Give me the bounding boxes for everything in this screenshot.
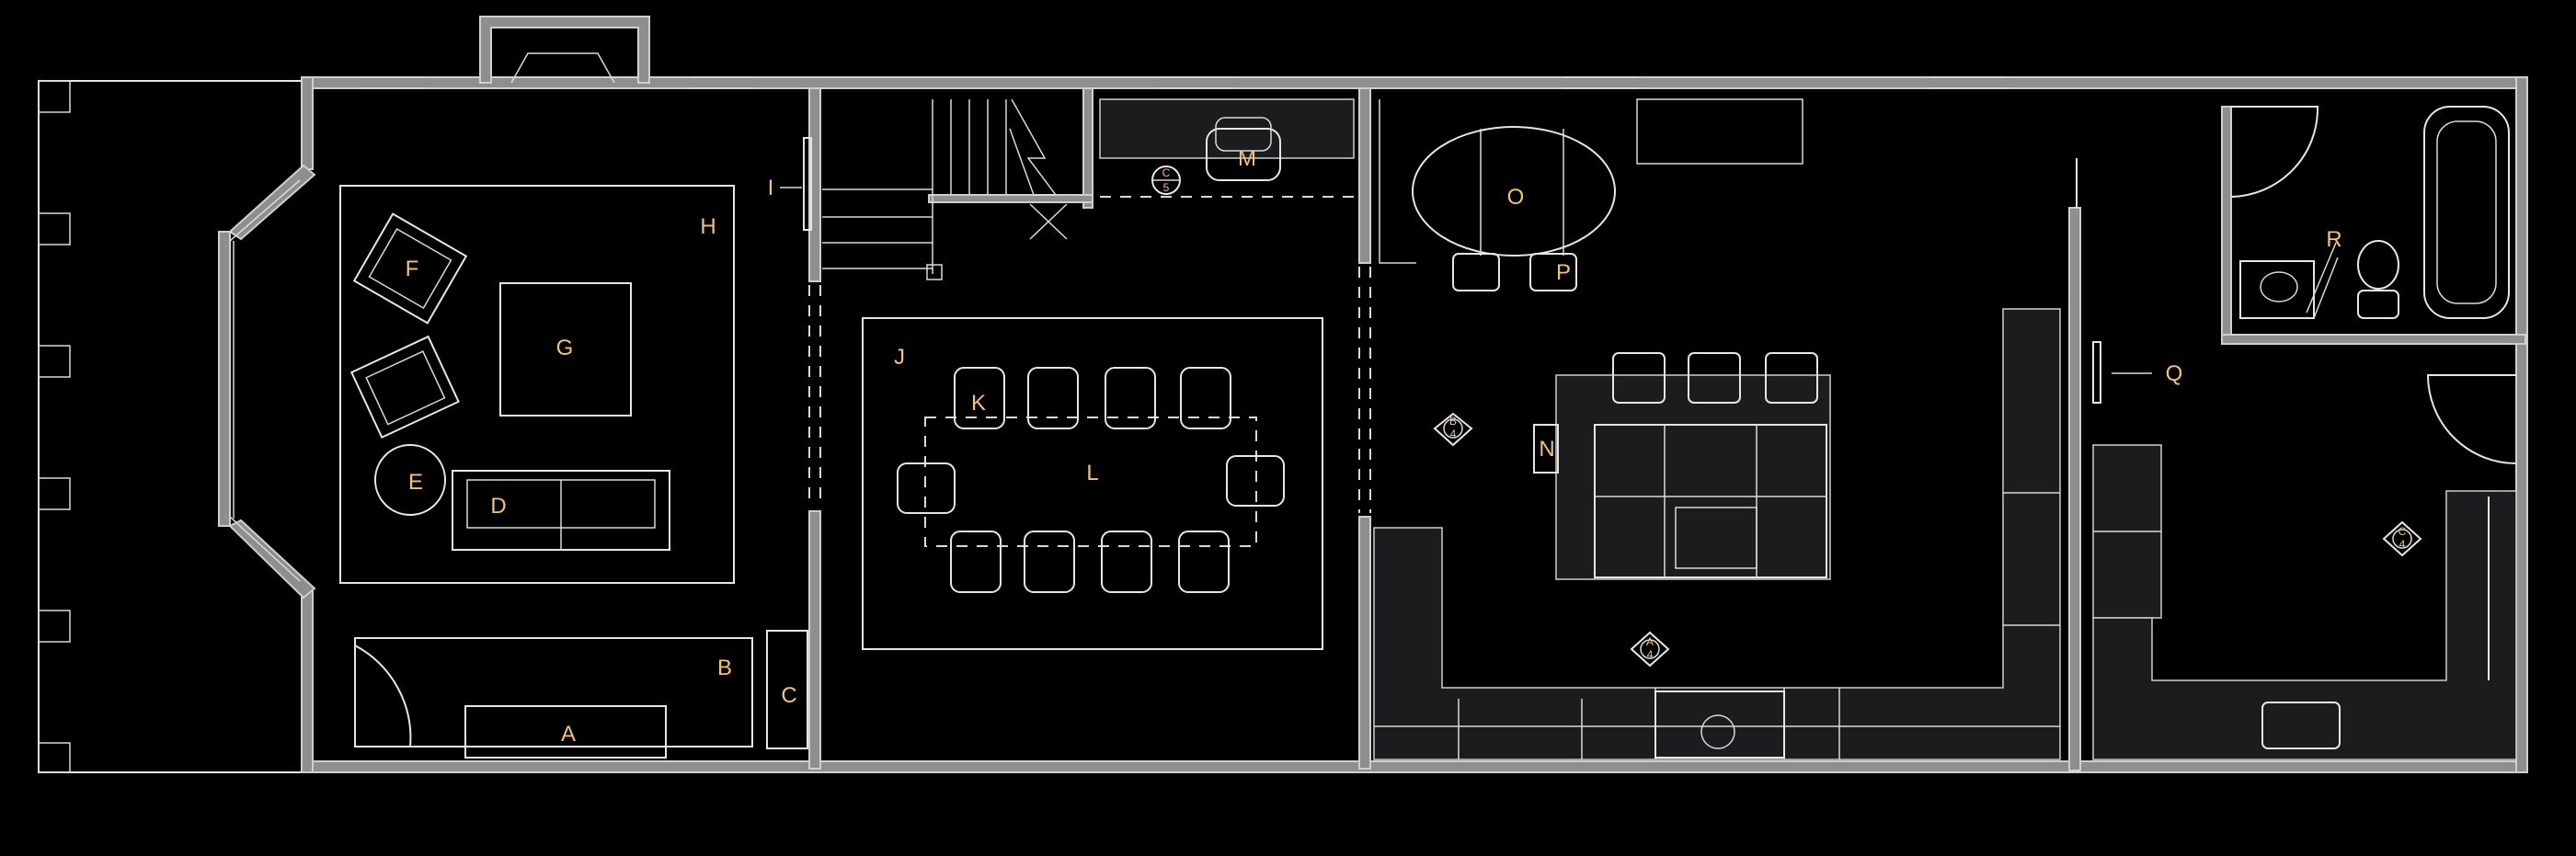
key-labels: A B C D E F G H I J K L M N O P Q R [406, 146, 2342, 747]
svg-text:C: C [1162, 166, 1171, 179]
label-e: E [408, 470, 423, 495]
svg-text:B: B [1449, 415, 1457, 428]
label-i: I [768, 176, 774, 200]
svg-text:A: A [1646, 635, 1654, 648]
label-d: D [490, 494, 506, 519]
stair [822, 98, 1068, 280]
elevation-marker: C 4 [2382, 520, 2422, 557]
label-c: C [781, 683, 796, 708]
mudroom [2092, 341, 2517, 760]
elevation-marker: A 4 [1630, 631, 1670, 668]
porch [38, 80, 303, 773]
label-k: K [971, 391, 986, 416]
label-g: G [556, 336, 574, 360]
bathroom [2230, 106, 2510, 319]
desk-nook [1099, 98, 1357, 198]
kitchen [1373, 98, 2061, 760]
svg-text:5: 5 [1163, 181, 1170, 194]
exterior-walls [218, 16, 2528, 773]
label-o: O [1507, 185, 1525, 210]
dining-room [862, 317, 1323, 650]
label-q: Q [2166, 361, 2183, 386]
label-p: P [1556, 260, 1571, 285]
label-r: R [2326, 227, 2341, 252]
living-room [339, 137, 812, 759]
label-h: H [700, 214, 716, 239]
label-l: L [1086, 461, 1098, 485]
interior-walls [808, 87, 2526, 771]
svg-text:4: 4 [2399, 538, 2406, 551]
label-a: A [561, 722, 576, 747]
svg-text:C: C [2399, 525, 2407, 538]
dining-chairs [897, 367, 1285, 593]
svg-text:4: 4 [1647, 648, 1654, 661]
label-j: J [894, 345, 905, 370]
svg-text:4: 4 [1450, 428, 1457, 440]
label-f: F [406, 257, 419, 281]
label-m: M [1238, 146, 1256, 171]
label-b: B [717, 656, 732, 680]
elevation-marker: B 4 [1433, 412, 1473, 447]
section-marker: C 5 [1151, 165, 1181, 195]
label-n: N [1539, 437, 1554, 462]
